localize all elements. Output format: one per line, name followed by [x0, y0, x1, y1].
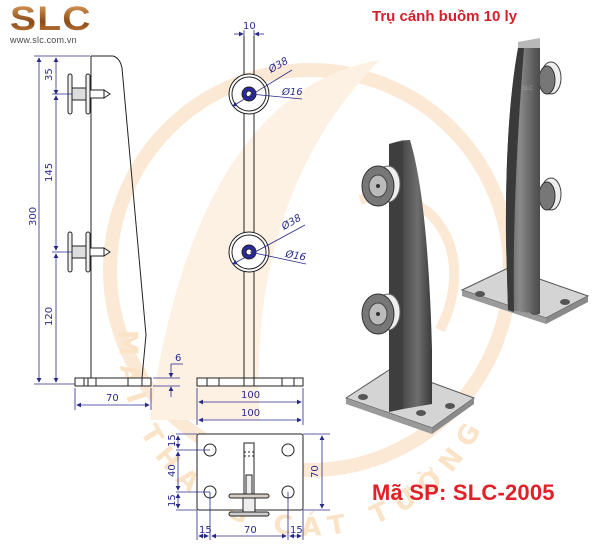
clamp-bottom-front	[228, 231, 270, 273]
product-title: Trụ cánh buồm 10 ly	[372, 8, 518, 25]
dim-35: 35	[44, 68, 55, 81]
render-clamp-top-back	[538, 61, 562, 95]
dim-15-right: 15	[290, 525, 303, 536]
dim-d16-top: Ø16	[281, 86, 303, 98]
dim-6: 6	[175, 353, 181, 364]
dim-15-bottom: 15	[167, 494, 178, 507]
dim-15-left: 15	[199, 525, 212, 536]
dim-100-front: 100	[241, 390, 260, 401]
dim-300: 300	[28, 207, 39, 226]
dim-10: 10	[243, 21, 256, 32]
dim-70-bottom: 70	[244, 525, 257, 536]
logo-wordmark: SLC	[10, 2, 102, 36]
clamp-top-front	[228, 73, 270, 115]
render-clamp-bottom-back	[538, 177, 562, 211]
dim-100-top: 100	[241, 408, 260, 419]
side-view	[67, 55, 152, 387]
render-clamp-top	[361, 165, 401, 207]
dim-d16-bottom: Ø16	[283, 248, 306, 264]
dim-15-top: 15	[167, 434, 178, 447]
isometric-view-front	[344, 140, 476, 434]
top-view	[196, 433, 304, 517]
dim-145: 145	[44, 163, 55, 182]
dim-70-side: 70	[106, 393, 119, 404]
render-clamp-bottom	[361, 293, 401, 335]
isometric-view-back: SLC	[460, 38, 590, 324]
dim-70-right: 70	[310, 465, 321, 478]
dim-40: 40	[167, 464, 178, 477]
clamp-top-side	[67, 73, 111, 115]
front-view	[196, 36, 304, 387]
dim-d38-bottom: Ø38	[279, 212, 304, 233]
product-code: Mã SP: SLC-2005	[372, 480, 555, 505]
dim-120: 120	[44, 307, 55, 326]
engraved-logo: SLC	[522, 85, 533, 92]
logo-website: www.slc.com.vn	[10, 35, 77, 45]
brand-logo: SLC www.slc.com.vn	[10, 2, 91, 45]
clamp-bottom-side	[67, 231, 111, 273]
